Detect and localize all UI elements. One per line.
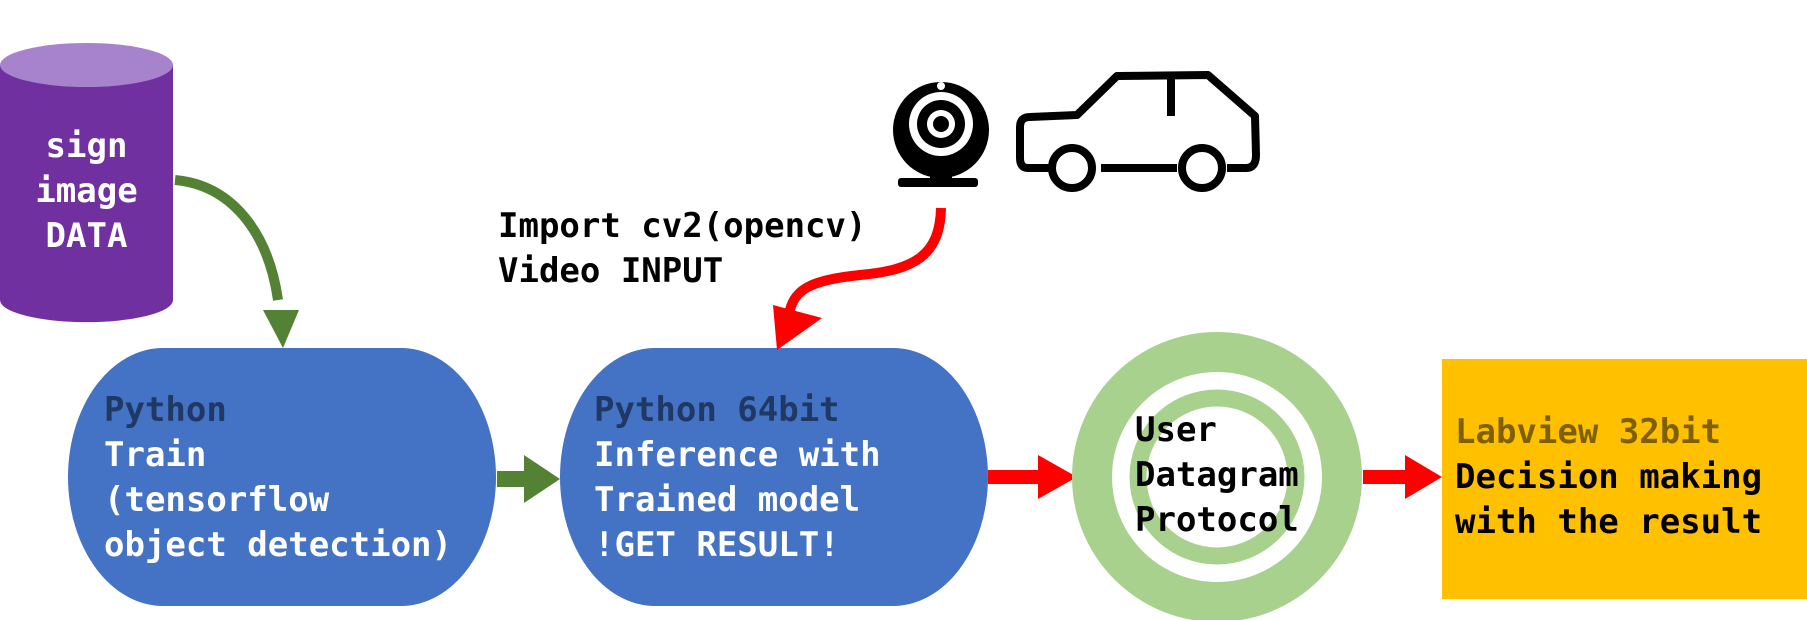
video-input-line: Import cv2(opencv)	[498, 206, 867, 246]
train-node-line: object detection)	[104, 525, 452, 565]
udp-node-line: Protocol	[1135, 500, 1299, 540]
database-line: DATA	[45, 216, 128, 256]
inference-node-shape	[560, 348, 988, 606]
webcam-icon	[893, 82, 989, 187]
udp-node-line: User	[1135, 410, 1217, 450]
inference-node-line: !GET RESULT!	[594, 525, 840, 565]
arrow-train-to-infer	[497, 455, 560, 503]
video-input-label: Import cv2(opencv) Video INPUT	[498, 204, 866, 294]
video-input-line: Video INPUT	[498, 251, 724, 291]
labview-node-shape	[1442, 359, 1807, 599]
train-node-shape	[68, 348, 496, 606]
labview-node-line: with the result	[1455, 502, 1763, 542]
train-node-line: (tensorflow	[104, 480, 330, 520]
car-icon	[1016, 71, 1260, 192]
labview-node-line: Decision making	[1455, 457, 1763, 497]
labview-node-title: Labview 32bit	[1455, 412, 1722, 452]
arrow-udp-to-labview	[1363, 455, 1442, 499]
arrow-camera-to-infer-head	[773, 305, 822, 350]
arrow-data-to-train	[174, 175, 283, 301]
inference-node-line: Inference with	[594, 435, 881, 475]
arrow-camera-to-infer	[785, 207, 946, 312]
arrow-data-to-train-head	[263, 310, 299, 348]
udp-node-shape	[1072, 332, 1362, 620]
arrow-infer-to-udp	[988, 455, 1077, 499]
train-node-title: Python	[104, 390, 227, 430]
inference-node-title: Python 64bit	[594, 390, 840, 430]
database-line: image	[35, 171, 138, 211]
train-node-line: Train	[104, 435, 207, 475]
inference-node-line: Trained model	[594, 480, 861, 520]
database-cylinder	[0, 43, 173, 323]
database-line: sign	[45, 126, 128, 166]
udp-node-line: Datagram	[1135, 455, 1299, 495]
